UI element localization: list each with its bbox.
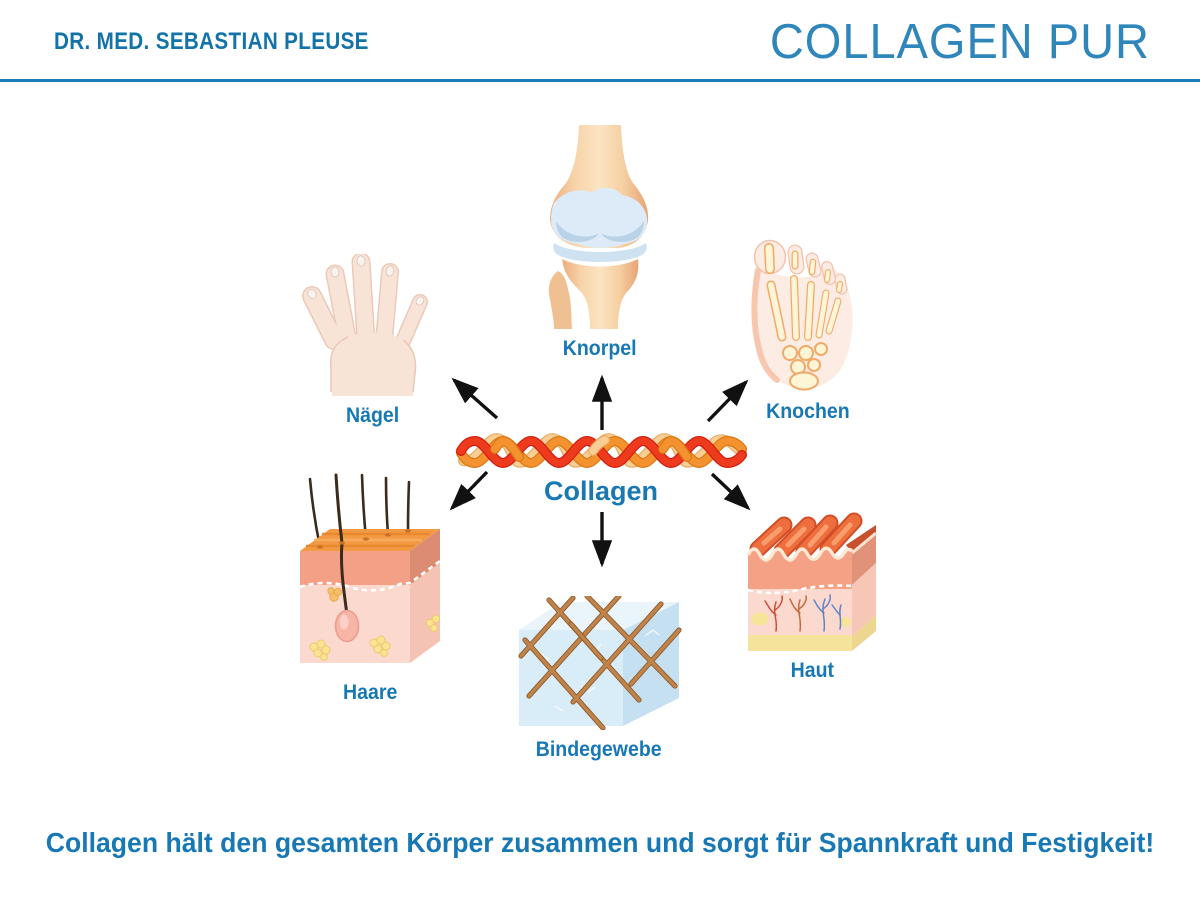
fat-cells xyxy=(309,614,441,661)
fat-blob-right xyxy=(839,617,851,627)
tibia-bone xyxy=(562,259,639,329)
node-label-bindegewebe: Bindegewebe xyxy=(536,738,662,761)
dermis-side xyxy=(410,563,440,663)
side-dermis xyxy=(852,563,876,637)
hair-roots xyxy=(317,529,411,549)
node-knorpel: Knorpel xyxy=(540,125,660,361)
palm-outline xyxy=(329,336,417,393)
sebaceous-gland xyxy=(327,587,343,602)
center-label: Collagen xyxy=(543,476,658,506)
side-epidermis xyxy=(852,533,876,585)
condyle-shadow-left xyxy=(556,221,599,242)
follicle-hair xyxy=(334,473,349,617)
header-divider xyxy=(0,79,1200,82)
tagline: Collagen hält den gesamten Körper zusamm… xyxy=(45,827,1155,858)
front-fat xyxy=(748,635,852,651)
cartilage-cap xyxy=(551,187,648,248)
arrow-lower-right xyxy=(710,472,751,511)
fingernails xyxy=(307,255,425,306)
epidermis-front xyxy=(300,551,410,585)
skin-cross-section-icon xyxy=(746,512,877,651)
collagen-fiber-icon xyxy=(456,433,747,469)
node-haut: Haut xyxy=(742,501,882,683)
arrow-upper-left xyxy=(451,377,499,420)
hair-follicle-icon xyxy=(299,473,441,663)
fibula-bone xyxy=(548,271,572,329)
hand-nails-icon xyxy=(302,254,428,396)
foot-bones-icon xyxy=(750,239,853,391)
brand-logo: COLLAGEN PUR xyxy=(769,15,1150,69)
skin-ridges xyxy=(749,512,863,560)
meniscus xyxy=(553,243,647,262)
knee-joint-icon xyxy=(548,125,649,329)
connective-tissue-icon xyxy=(518,596,682,730)
doctor-name: DR. MED. SEBASTIAN PLEUSE xyxy=(54,28,369,55)
blood-vessels xyxy=(764,594,842,632)
node-label-haut: Haut xyxy=(790,659,834,682)
node-label-naegel: Nägel xyxy=(345,404,400,427)
epidermis-side xyxy=(410,529,440,585)
node-label-haare: Haare xyxy=(342,681,398,704)
node-label-knochen: Knochen xyxy=(766,400,850,423)
condyle-shadow-right xyxy=(601,221,644,242)
node-knochen: Knochen xyxy=(744,237,872,424)
node-label-knorpel: Knorpel xyxy=(563,337,637,360)
node-naegel: Nägel xyxy=(300,254,445,428)
foot-bones xyxy=(763,243,843,391)
node-bindegewebe: Bindegewebe xyxy=(515,596,683,762)
fat-blob-left xyxy=(751,612,769,626)
side-fat xyxy=(852,615,876,651)
side-top-edge xyxy=(851,531,877,555)
ridge-valley-outline xyxy=(746,546,854,562)
palm xyxy=(330,332,416,396)
radial-arrows xyxy=(449,374,751,568)
top-back-sliver xyxy=(846,525,876,553)
node-haare: Haare xyxy=(290,473,450,705)
follicle-highlight xyxy=(339,614,349,630)
collagen-fibers xyxy=(518,596,682,730)
arrow-upper-right xyxy=(706,379,749,423)
arrow-lower-left xyxy=(449,470,489,511)
